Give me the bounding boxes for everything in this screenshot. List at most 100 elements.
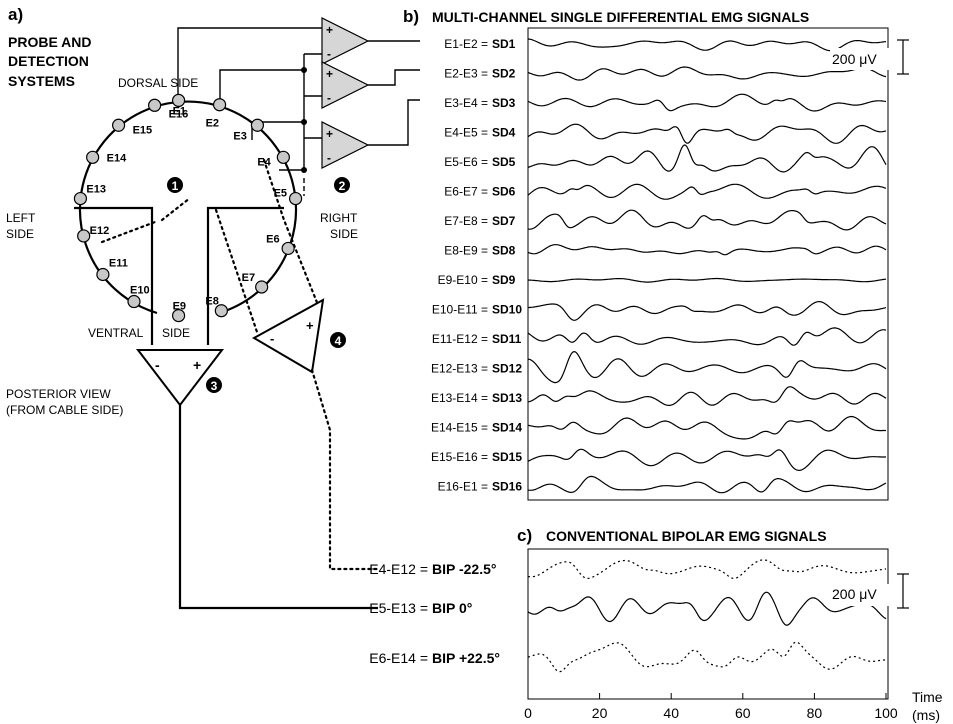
left-side-label-2: SIDE (6, 227, 34, 241)
sd-pair-label: E7-E8 = (444, 214, 488, 228)
marker-4: 4 (330, 332, 346, 348)
electrode-16 (148, 98, 162, 112)
wire-e13-dot (214, 208, 260, 337)
sd-pair-label: E14-E15 = (431, 421, 488, 435)
right-side-label-2: SIDE (330, 227, 358, 241)
sd-trace-15 (527, 448, 887, 472)
sd-trace-12 (527, 350, 887, 384)
scale-c-bg (830, 584, 900, 606)
marker-2: 2 (334, 177, 350, 193)
sd-name-label: SD2 (492, 67, 516, 81)
electrode-label-16: E16 (169, 108, 189, 120)
sd-trace-3 (527, 93, 887, 112)
sd-trace-6 (527, 183, 887, 200)
electrode-14 (86, 150, 100, 164)
bip-pair-label: E5-E13 = (369, 600, 428, 616)
amplifier-sd2: + - (321, 61, 370, 109)
electrode-6 (281, 241, 295, 256)
sd-trace-9 (527, 277, 887, 283)
sd-trace-11 (527, 327, 887, 346)
sd-name-label: SD7 (492, 214, 516, 228)
electrode-label-12: E12 (90, 225, 110, 237)
bip-trace-3 (527, 641, 886, 673)
dorsal-side-label: DORSAL SIDE (118, 76, 198, 90)
bip-name-label: BIP -22.5° (432, 561, 496, 577)
x-tick-label: 40 (663, 705, 679, 721)
electrode-label-14: E14 (107, 152, 127, 164)
electrode-10 (127, 294, 141, 309)
bip-trace-2 (527, 591, 887, 626)
electrode-label-10: E10 (130, 285, 150, 297)
amp-bip22-minus: - (270, 331, 274, 346)
x-label-ms: (ms) (912, 707, 940, 723)
sd-name-label: SD11 (492, 332, 522, 346)
panel-c-letter: c) (517, 526, 532, 545)
posterior-label-2: (FROM CABLE SIDE) (6, 403, 123, 417)
sd-pair-label: E5-E6 = (444, 155, 488, 169)
sd-name-label: SD12 (492, 362, 522, 376)
x-tick-label: 80 (807, 705, 823, 721)
svg-text:-: - (327, 91, 331, 105)
sd-pair-label: E4-E5 = (444, 126, 488, 140)
junction-3 (301, 167, 307, 173)
sd-name-label: SD4 (492, 126, 516, 140)
left-side-label-1: LEFT (6, 211, 36, 225)
panel-b-letter: b) (403, 7, 419, 26)
panel-a-title-1: PROBE AND (8, 34, 92, 50)
electrode-5 (288, 191, 303, 206)
sd-name-label: SD9 (492, 273, 516, 287)
sd-name-label: SD3 (492, 96, 516, 110)
sd-pair-label: E10-E11 = (432, 303, 488, 317)
sd-pair-label: E6-E7 = (444, 185, 488, 199)
electrode-label-13: E13 (86, 184, 106, 196)
panel-b: b) MULTI-CHANNEL SINGLE DIFFERENTIAL EMG… (403, 7, 909, 501)
wire-e5 (206, 206, 284, 345)
bip-pair-label: E6-E14 = (369, 650, 428, 666)
electrode-2 (212, 98, 227, 112)
svg-text:+: + (326, 23, 333, 37)
amp-bip22-plus: + (306, 318, 314, 333)
panel-a-letter: a) (8, 5, 23, 24)
sd-trace-13 (527, 386, 887, 406)
panel-b-frame (527, 27, 889, 501)
electrode-4 (276, 150, 290, 164)
sd-name-label: SD5 (492, 155, 516, 169)
sd-name-label: SD16 (492, 480, 522, 494)
sd-name-label: SD10 (492, 303, 522, 317)
wire-e2 (219, 69, 304, 104)
amplifier-sd3: + - (321, 121, 370, 169)
sd-pair-label: E1-E2 = (444, 37, 488, 51)
sd-trace-16 (527, 475, 887, 494)
sd-pair-label: E2-E3 = (444, 67, 488, 81)
out-sd2 (368, 69, 420, 86)
electrode-label-4: E4 (257, 156, 271, 168)
electrode-9 (171, 308, 186, 323)
sd-pair-label: E13-E14 = (431, 391, 488, 405)
electrode-8 (214, 304, 228, 318)
electrode-7 (255, 280, 269, 294)
panel-b-title: MULTI-CHANNEL SINGLE DIFFERENTIAL EMG SI… (432, 9, 809, 25)
bip-trace-1 (527, 559, 887, 580)
posterior-label-1: POSTERIOR VIEW (6, 387, 111, 401)
sd-name-label: SD1 (492, 37, 516, 51)
electrode-label-11: E11 (109, 257, 128, 269)
panel-a: a) PROBE AND DETECTION SYSTEMS DORSAL SI… (6, 5, 420, 610)
bip-name-label: BIP 0° (432, 600, 472, 616)
amplifier-sd1: + - (321, 17, 370, 65)
sd-name-label: SD15 (492, 450, 522, 464)
right-side-label-1: RIGHT (320, 211, 358, 225)
bip-pair-label: E4-E12 = (369, 561, 428, 577)
wire-e1 (177, 27, 330, 100)
panel-a-title-3: SYSTEMS (8, 73, 75, 89)
svg-text:3: 3 (211, 379, 218, 393)
electrode-label-8: E8 (205, 296, 218, 308)
panel-c-frame (527, 548, 889, 700)
wire-bip22-out (310, 368, 380, 571)
bip-label-group: E4-E12 =BIP -22.5° E5-E13 =BIP 0° E6-E14 =… (369, 561, 500, 666)
electrode-11 (96, 267, 110, 282)
ventral-side-label: SIDE (162, 326, 190, 340)
svg-text:2: 2 (339, 179, 346, 193)
x-tick-label: 20 (592, 705, 608, 721)
sd-name-label: SD14 (492, 421, 522, 435)
